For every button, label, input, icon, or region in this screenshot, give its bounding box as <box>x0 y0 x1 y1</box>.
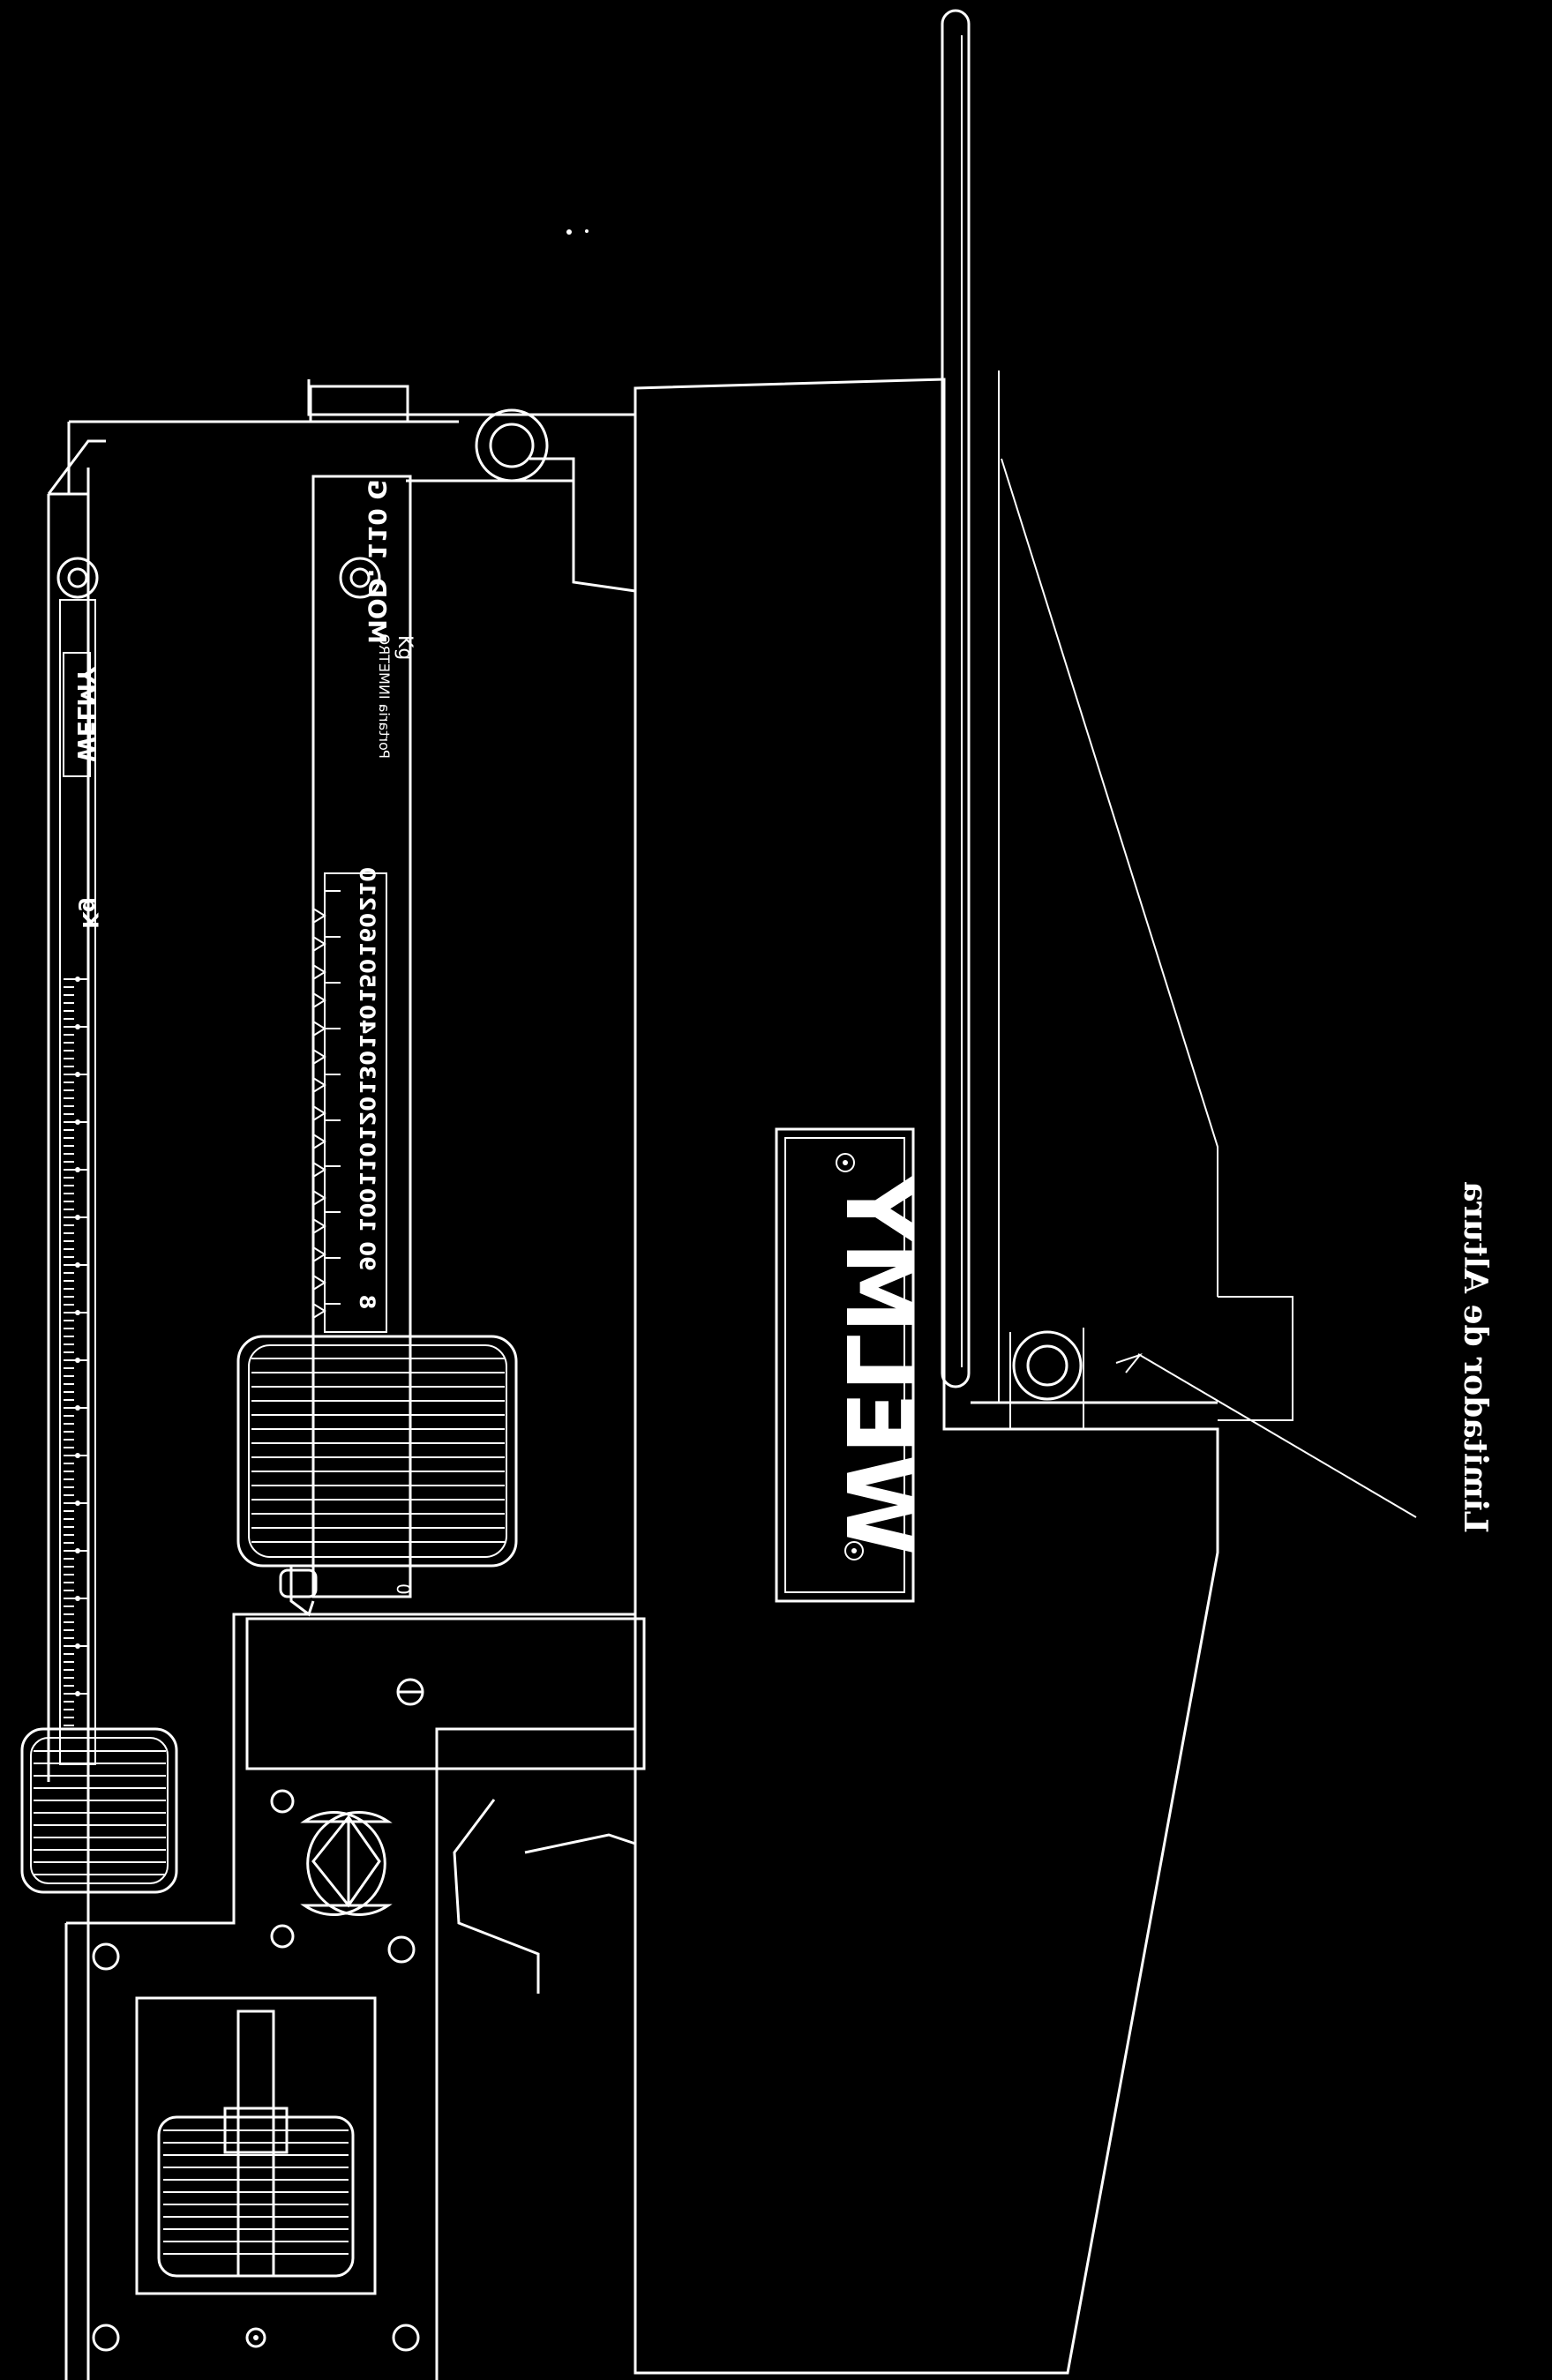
height-rod <box>941 9 1218 1404</box>
upper-poise <box>236 1335 518 1617</box>
upper-beam-tick-label: 100 <box>355 1188 379 1232</box>
upper-beam-notches <box>312 908 326 1319</box>
lower-beam-dot <box>75 1310 80 1315</box>
upper-beam-unit: Kg <box>394 635 416 660</box>
logo-plate-text: WELMY <box>825 1174 933 1556</box>
lower-beam-dot <box>75 1643 80 1649</box>
upper-beam-notch <box>312 1134 326 1149</box>
upper-beam-notch <box>312 1190 326 1206</box>
upper-beam-tick-label: 8 <box>355 1295 379 1310</box>
upper-beam: Kg MOD. 110 G Portaria INMETRO 210160150… <box>311 475 416 1598</box>
lower-beam-dot <box>75 1405 80 1411</box>
upper-beam-notch <box>312 1077 326 1093</box>
lower-poise <box>20 1727 178 1894</box>
upper-beam-notch <box>312 1246 326 1262</box>
upper-beam-notch <box>312 964 326 980</box>
lower-beam-dot <box>75 1024 80 1029</box>
upper-beam-model: MOD. 110 G <box>363 480 392 644</box>
upper-beam-tick-label: 90 <box>355 1241 379 1270</box>
upper-beam-notch <box>312 1275 326 1291</box>
lower-beam-dot <box>75 1691 80 1696</box>
upper-beam-notch <box>312 936 326 952</box>
lower-beam-dot <box>75 1119 80 1125</box>
stray-mark <box>585 229 589 233</box>
lower-beam-dot <box>75 1215 80 1220</box>
upper-beam-tick-label: 110 <box>355 1142 379 1186</box>
lower-beam-dot <box>75 1358 80 1363</box>
upper-beam-tick-label: 150 <box>355 959 379 1003</box>
lower-beam-dot <box>75 1596 80 1601</box>
lower-beam-unit: Kg <box>78 897 102 929</box>
upper-beam-notch <box>312 908 326 924</box>
upper-beam-tick-label: 210 <box>355 867 379 911</box>
lower-beam-dot <box>75 1072 80 1077</box>
lower-beam-logo: WELMY <box>71 666 98 762</box>
upper-beam-notch <box>312 1021 326 1037</box>
height-limiter-roller <box>1009 1328 1084 1429</box>
upper-beam-notch <box>312 1049 326 1065</box>
upper-beam-tick-label: 160 <box>355 913 379 957</box>
upper-beam-notch <box>312 1303 326 1319</box>
upper-beam-cert: Portaria INMETRO <box>376 633 393 759</box>
lower-beam: WELMY Kg <box>47 439 106 2380</box>
upper-beam-notch <box>312 992 326 1008</box>
lower-beam-dot <box>75 1548 80 1553</box>
counterweight-housing <box>64 1613 646 2380</box>
upper-beam-notch <box>312 1105 326 1121</box>
lower-beam-dot <box>75 1501 80 1506</box>
callout-label: Limitador de Altura <box>1457 1181 1494 1533</box>
lower-beam-dot <box>75 1262 80 1268</box>
upper-beam-notch <box>312 1162 326 1178</box>
upper-beam-tick-label: 140 <box>355 1005 379 1049</box>
upper-beam-zero: 0 <box>393 1583 414 1595</box>
base-body <box>634 378 1293 2375</box>
logo-plate: WELMY <box>775 1127 933 1603</box>
lower-beam-dot <box>75 1167 80 1172</box>
height-limiter-callout: Limitador de Altura <box>1115 1181 1494 1533</box>
lower-beam-dot <box>75 977 80 982</box>
upper-beam-tick-label: 130 <box>355 1051 379 1095</box>
upper-beam-notch <box>312 1218 326 1234</box>
upper-beam-tick-label: 120 <box>355 1096 379 1141</box>
stray-mark <box>566 229 572 235</box>
pivot-linkage <box>270 1789 636 1994</box>
lower-beam-dot <box>75 1453 80 1458</box>
